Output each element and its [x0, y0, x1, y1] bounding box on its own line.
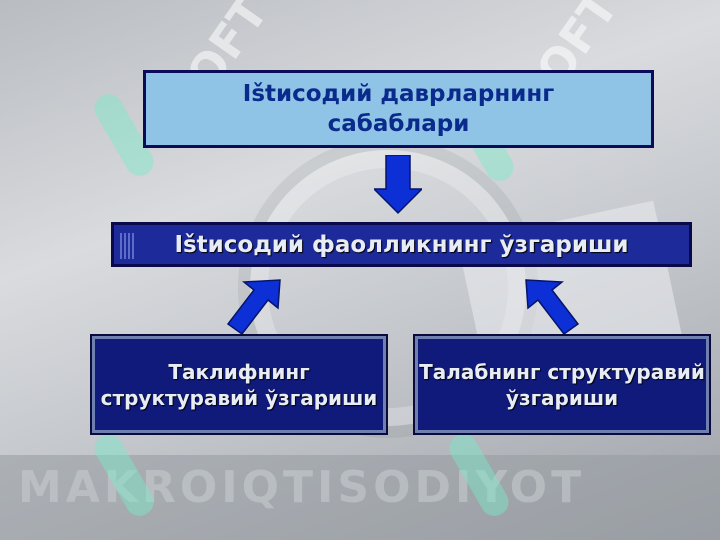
background-band: [0, 455, 720, 540]
background-banner-text: MAKROIQTISODIYOT: [18, 462, 586, 513]
activity-change-box: Ištисодий фаолликнинг ўзгариши: [111, 222, 692, 267]
causes-box: Ištисодий даврларнинг сабаблари: [143, 70, 654, 148]
down-arrow-icon: [374, 155, 422, 215]
supply-change-box: Таклифнинг структуравий ўзгариши: [90, 334, 388, 435]
up-left-arrow-icon: [525, 279, 580, 336]
stripes-decoration: [120, 233, 134, 259]
causes-box-label: Ištисодий даврларнинг сабаблари: [242, 81, 555, 137]
supply-change-box-label: Таклифнинг структуравий ўзгариши: [100, 359, 378, 410]
activity-change-box-label: Ištисодий фаолликнинг ўзгариши: [174, 231, 629, 258]
demand-change-box-label: Талабнинг структуравий ўзгариши: [419, 359, 705, 410]
demand-change-box: Талабнинг структуравий ўзгариши: [413, 334, 711, 435]
up-right-arrow-icon: [226, 279, 281, 336]
